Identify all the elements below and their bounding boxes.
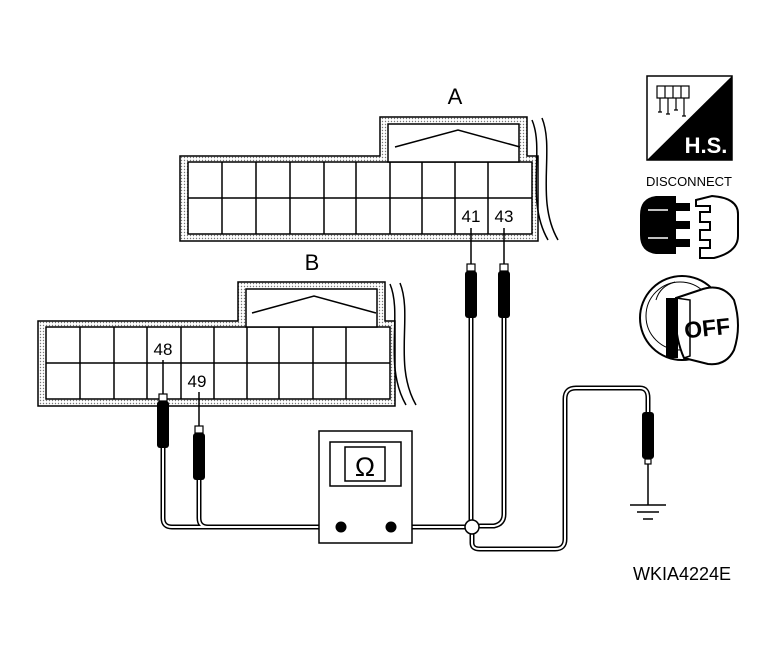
figure-code: WKIA4224E — [633, 564, 731, 584]
pin-43-label: 43 — [495, 207, 514, 226]
ground-icon — [630, 504, 666, 520]
off-label: OFF — [683, 313, 731, 344]
meter-terminal-right — [385, 521, 397, 533]
ohmmeter: Ω — [318, 430, 413, 544]
hs-badge: H.S. — [646, 75, 733, 161]
connector-b: B 48 49 — [37, 250, 417, 407]
wiring — [160, 315, 651, 552]
connector-a: A 41 43 — [179, 84, 559, 242]
probe-pin-43 — [498, 228, 510, 318]
probe-pin-41 — [465, 228, 477, 318]
pin-41-label: 41 — [462, 207, 481, 226]
probe-ground — [642, 412, 654, 505]
disconnect-label: DISCONNECT — [646, 174, 732, 189]
ohm-icon: Ω — [355, 452, 375, 482]
harness-icon — [656, 85, 690, 117]
hs-label: H.S. — [685, 133, 728, 158]
probe-pin-49 — [193, 392, 205, 480]
meter-terminal-left — [335, 521, 347, 533]
connector-b-label: B — [305, 250, 320, 275]
pin-48-label: 48 — [154, 340, 173, 359]
connector-a-label: A — [448, 84, 463, 109]
ignition-off-icon: OFF — [639, 275, 739, 366]
pin-49-label: 49 — [188, 372, 207, 391]
disconnect-icon — [640, 194, 739, 259]
probe-pin-48 — [157, 360, 169, 448]
